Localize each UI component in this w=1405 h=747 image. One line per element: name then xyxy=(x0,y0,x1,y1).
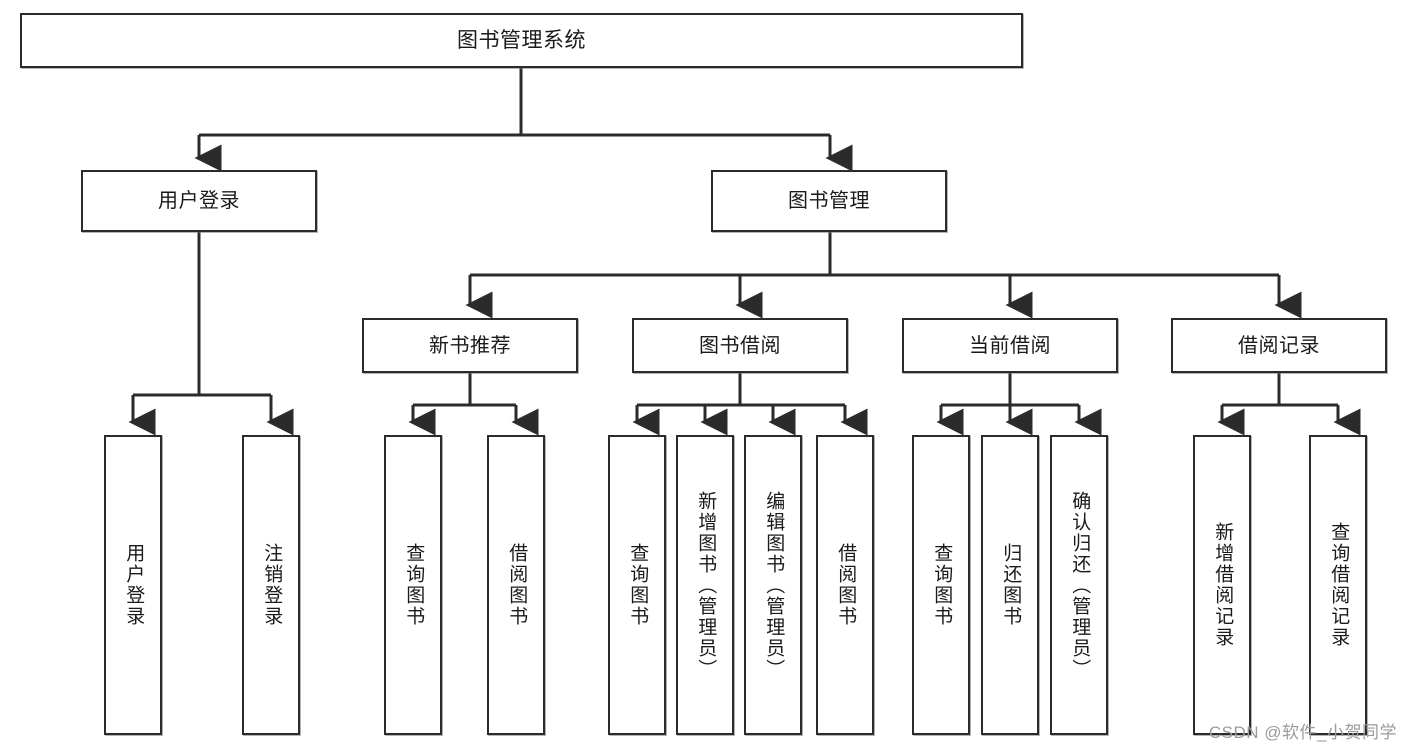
node-label: 新增借阅记录 xyxy=(1212,522,1234,648)
node-leaf-borrow-books-recommend[interactable]: 借阅图书 xyxy=(487,435,545,735)
node-label: 用户登录 xyxy=(158,190,240,212)
node-book-management[interactable]: 图书管理 xyxy=(711,170,947,232)
node-leaf-add-borrow-record[interactable]: 新增借阅记录 xyxy=(1193,435,1251,735)
node-label: 归还图书 xyxy=(1000,543,1022,627)
node-label: 新书推荐 xyxy=(429,334,511,357)
node-label: 借阅图书 xyxy=(835,543,857,627)
node-leaf-logout[interactable]: 注销登录 xyxy=(242,435,300,735)
node-leaf-query-books-borrow[interactable]: 查询图书 xyxy=(608,435,666,735)
node-label: 查询图书 xyxy=(627,543,649,627)
node-label: 注销登录 xyxy=(261,543,283,627)
node-label: 图书借阅 xyxy=(699,334,781,357)
node-label: 当前借阅 xyxy=(969,334,1051,357)
node-leaf-add-book-admin[interactable]: 新增图书（管理员） xyxy=(676,435,734,735)
node-label: 编辑图书（管理员） xyxy=(763,490,785,680)
node-label: 用户登录 xyxy=(123,543,145,627)
node-label: 查询图书 xyxy=(403,543,425,627)
node-user-login[interactable]: 用户登录 xyxy=(81,170,317,232)
node-label: 查询图书 xyxy=(931,543,953,627)
node-label: 借阅图书 xyxy=(506,543,528,627)
node-book-borrow[interactable]: 图书借阅 xyxy=(632,318,848,373)
node-root-book-management-system[interactable]: 图书管理系统 xyxy=(20,13,1023,68)
node-borrow-records[interactable]: 借阅记录 xyxy=(1171,318,1387,373)
node-label: 新增图书（管理员） xyxy=(695,490,717,680)
node-leaf-edit-book-admin[interactable]: 编辑图书（管理员） xyxy=(744,435,802,735)
node-leaf-borrow-books[interactable]: 借阅图书 xyxy=(816,435,874,735)
node-leaf-confirm-return-admin[interactable]: 确认归还（管理员） xyxy=(1050,435,1108,735)
node-label: 确认归还（管理员） xyxy=(1069,490,1091,680)
node-leaf-query-books-recommend[interactable]: 查询图书 xyxy=(384,435,442,735)
node-label: 查询借阅记录 xyxy=(1328,522,1350,648)
node-leaf-query-books-current[interactable]: 查询图书 xyxy=(912,435,970,735)
node-leaf-user-login[interactable]: 用户登录 xyxy=(104,435,162,735)
watermark: CSDN @软件_小贺同学 xyxy=(1208,723,1397,742)
node-label: 图书管理 xyxy=(788,190,870,212)
node-label: 借阅记录 xyxy=(1238,334,1320,357)
node-leaf-query-borrow-record[interactable]: 查询借阅记录 xyxy=(1309,435,1367,735)
node-leaf-return-books[interactable]: 归还图书 xyxy=(981,435,1039,735)
node-label: 图书管理系统 xyxy=(457,28,586,52)
node-new-book-recommend[interactable]: 新书推荐 xyxy=(362,318,578,373)
node-current-borrow[interactable]: 当前借阅 xyxy=(902,318,1118,373)
